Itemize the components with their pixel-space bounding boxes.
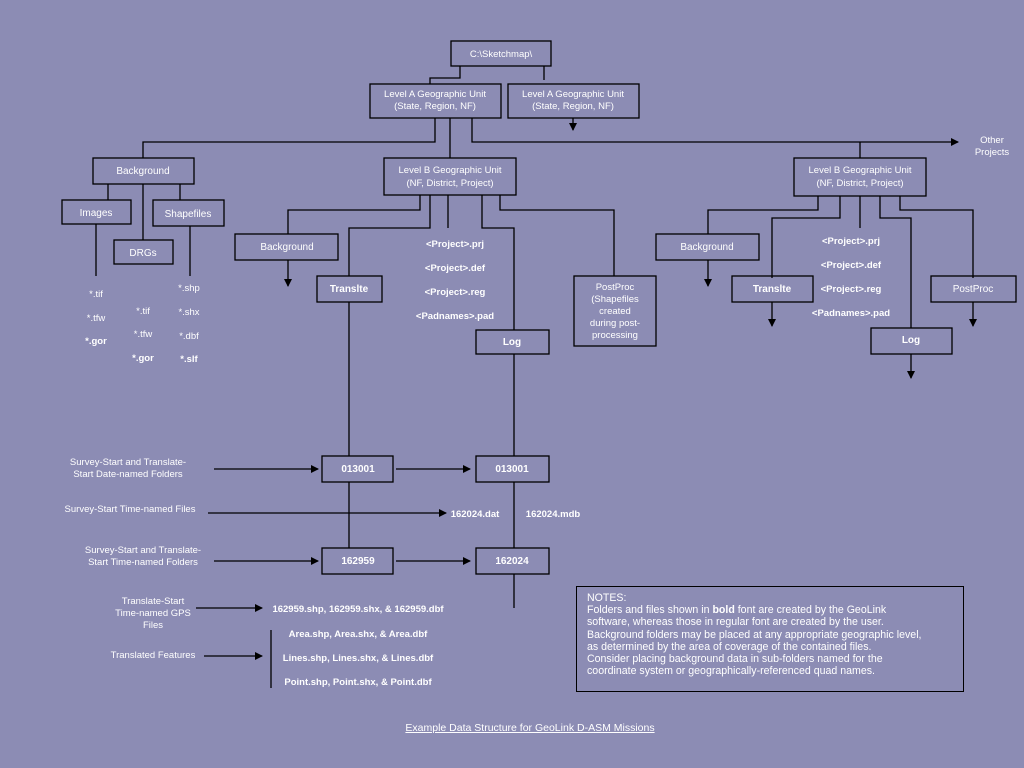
level-a-left-line2: (State, Region, NF) bbox=[394, 101, 476, 112]
translte-middle-label: Translte bbox=[330, 284, 369, 295]
notes-panel: NOTES: Folders and files shown in bold f… bbox=[576, 586, 964, 692]
time-folders-label: Start Time-named Folders bbox=[88, 557, 198, 568]
level-a-left-line1: Level A Geographic Unit bbox=[384, 89, 486, 100]
notes-line: as determined by the area of coverage of… bbox=[587, 640, 872, 653]
background-folder-label: Background bbox=[116, 166, 169, 177]
level-b-right-line1: Level B Geographic Unit bbox=[809, 165, 912, 176]
postproc-label: PostProc bbox=[596, 282, 635, 293]
time-folder-translate: 162959 bbox=[341, 556, 375, 567]
project-file-middle: <Project>.def bbox=[425, 263, 486, 274]
notes-line1-after: font are created by the GeoLink bbox=[734, 604, 887, 617]
postproc-description: processing bbox=[592, 330, 638, 341]
level-b-middle-line1: Level B Geographic Unit bbox=[399, 165, 502, 176]
time-folder-log: 162024 bbox=[495, 556, 529, 567]
drgs-file: *.tif bbox=[136, 306, 150, 317]
project-file-right: <Project>.def bbox=[821, 260, 882, 271]
postproc-right-label: PostProc bbox=[953, 284, 994, 295]
time-file-mdb: 162024.mdb bbox=[526, 509, 581, 520]
gps-shape-files: 162959.shp, 162959.shx, & 162959.dbf bbox=[272, 604, 444, 615]
gps-files-label: Files bbox=[143, 620, 163, 631]
postproc-description: created bbox=[599, 306, 631, 317]
gps-files-label: Translate-Start bbox=[122, 596, 185, 607]
feature-files: Lines.shp, Lines.shx, & Lines.dbf bbox=[283, 653, 434, 664]
notes-heading: NOTES: bbox=[587, 592, 627, 604]
shapefiles-folder-label: Shapefiles bbox=[165, 209, 212, 220]
level-a-right-line1: Level A Geographic Unit bbox=[522, 89, 624, 100]
images-file: *.tif bbox=[89, 289, 103, 300]
shapefiles-file: *.shp bbox=[178, 283, 200, 294]
feature-files: Point.shp, Point.shx, & Point.dbf bbox=[284, 677, 432, 688]
connector-lines bbox=[95, 66, 977, 688]
background-middle-label: Background bbox=[260, 242, 313, 253]
notes-bold-word: bold bbox=[712, 604, 735, 617]
shapefiles-file: *.slf bbox=[180, 354, 198, 365]
root-folder-label: C:\Sketchmap\ bbox=[470, 49, 533, 60]
images-folder-label: Images bbox=[80, 208, 113, 219]
postproc-description: (Shapefiles bbox=[591, 294, 639, 305]
project-file-right: <Project>.prj bbox=[822, 236, 880, 247]
shapefiles-file: *.dbf bbox=[179, 331, 199, 342]
shapefiles-file: *.shx bbox=[178, 307, 199, 318]
notes-line: Consider placing background data in sub-… bbox=[587, 653, 883, 666]
feature-files: Area.shp, Area.shx, & Area.dbf bbox=[289, 629, 429, 640]
project-file-middle: <Project>.prj bbox=[426, 239, 484, 250]
time-folders-label: Survey-Start and Translate- bbox=[85, 545, 201, 556]
time-file-dat: 162024.dat bbox=[451, 509, 500, 520]
date-folders-label: Survey-Start and Translate- bbox=[70, 457, 186, 468]
gps-files-label: Time-named GPS bbox=[115, 608, 191, 619]
notes-line: coordinate system or geographically-refe… bbox=[587, 665, 875, 678]
features-label: Translated Features bbox=[111, 650, 196, 661]
folder-boxes bbox=[61, 40, 1017, 575]
images-file: *.gor bbox=[85, 336, 107, 347]
date-folder-translate: 013001 bbox=[341, 464, 375, 475]
other-projects-line2: Projects bbox=[975, 147, 1010, 158]
notes-line: software, whereas those in regular font … bbox=[587, 616, 884, 629]
project-file-right: <Padnames>.pad bbox=[812, 308, 890, 319]
notes-line1-before: Folders and files shown in bbox=[587, 604, 713, 617]
date-folders-label: Start Date-named Folders bbox=[73, 469, 183, 480]
drgs-file: *.gor bbox=[132, 353, 154, 364]
other-projects-line1: Other bbox=[980, 135, 1004, 146]
date-folder-log: 013001 bbox=[495, 464, 529, 475]
notes-line: Background folders may be placed at any … bbox=[587, 628, 922, 641]
project-file-middle: <Project>.reg bbox=[425, 287, 486, 298]
postproc-description: during post- bbox=[590, 318, 640, 329]
background-right-label: Background bbox=[680, 242, 733, 253]
log-middle-label: Log bbox=[503, 337, 521, 348]
notes-line: Folders and files shown in bold font are… bbox=[587, 604, 953, 616]
project-file-middle: <Padnames>.pad bbox=[416, 311, 494, 322]
translte-right-label: Translte bbox=[753, 284, 792, 295]
drgs-folder-label: DRGs bbox=[129, 248, 156, 259]
time-files-label: Survey-Start Time-named Files bbox=[65, 504, 196, 515]
level-a-right-line2: (State, Region, NF) bbox=[532, 101, 614, 112]
images-file: *.tfw bbox=[87, 313, 106, 324]
drgs-file: *.tfw bbox=[134, 329, 153, 340]
level-b-middle-line2: (NF, District, Project) bbox=[406, 178, 493, 189]
log-right-label: Log bbox=[902, 335, 920, 346]
diagram-caption: Example Data Structure for GeoLink D-ASM… bbox=[405, 722, 655, 734]
project-file-right: <Project>.reg bbox=[821, 284, 882, 295]
level-b-right-line2: (NF, District, Project) bbox=[816, 178, 903, 189]
